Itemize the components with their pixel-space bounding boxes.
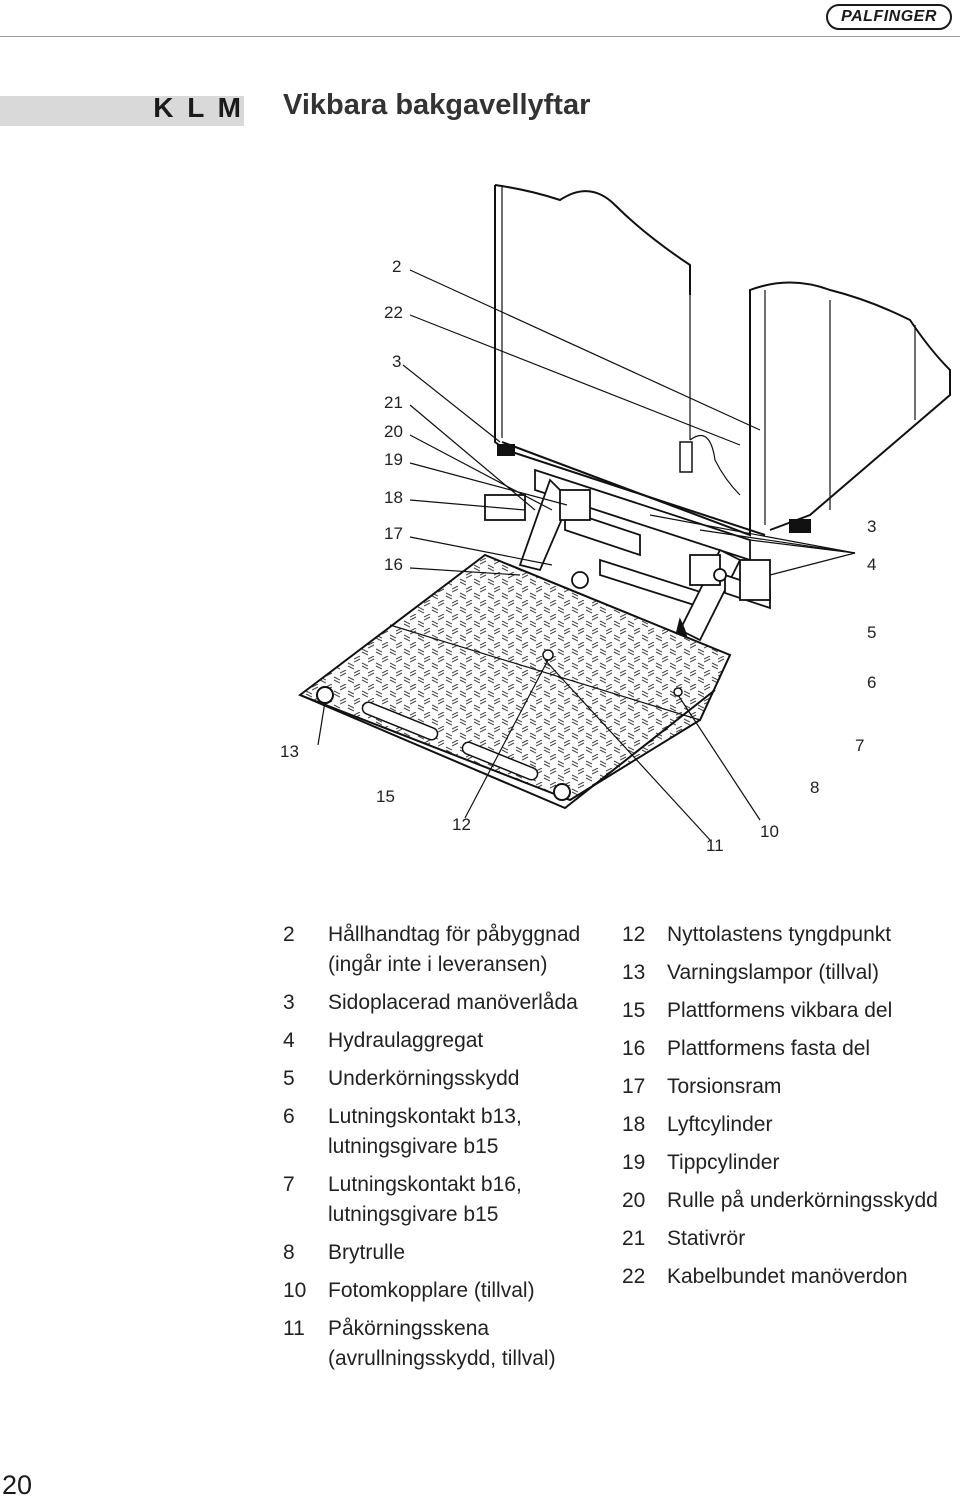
legend-item: 21 Stativrör — [622, 1224, 952, 1254]
callout-10: 10 — [760, 822, 779, 841]
callout-labels: 2 22 3 21 20 19 18 17 16 3 4 5 6 7 8 10 … — [280, 257, 876, 855]
callout-2: 2 — [392, 257, 401, 276]
legend-item: 10 Fotomkopplare (tillval) — [283, 1276, 603, 1306]
legend-number: 20 — [622, 1189, 646, 1212]
callout-17: 17 — [384, 524, 403, 543]
legend-item: 5 Underkörningsskydd — [283, 1064, 603, 1094]
truck-body — [494, 184, 951, 537]
legend-item: 15 Plattformens vikbara del — [622, 996, 952, 1026]
legend-number: 22 — [622, 1265, 646, 1288]
legend-number: 16 — [622, 1037, 646, 1060]
legend-text: Kabelbundet manöverdon — [667, 1265, 908, 1288]
legend-number: 17 — [622, 1075, 646, 1098]
legend-item: 17 Torsionsram — [622, 1072, 952, 1102]
legend-item: 20 Rulle på underkörningsskydd — [622, 1186, 952, 1216]
legend-item: 11 Påkörningsskena (avrullningsskydd, til… — [283, 1314, 603, 1374]
callout-15: 15 — [376, 787, 395, 806]
legend-item: 19 Tippcylinder — [622, 1148, 952, 1178]
legend-text: Lutningskontakt b13, lutningsgivare b15 — [328, 1105, 522, 1158]
lift-mechanism — [484, 468, 771, 647]
legend-item: 6 Lutningskontakt b13, lutningsgivare b15 — [283, 1102, 603, 1162]
callout-12: 12 — [452, 815, 471, 834]
page-title: Vikbara bakgavellyftar — [283, 89, 591, 121]
legend-item: 12 Nyttolastens tyngdpunkt — [622, 920, 952, 950]
legend-text: Nyttolastens tyngdpunkt — [667, 923, 892, 946]
legend-item: 4 Hydraulaggregat — [283, 1026, 603, 1056]
legend-number: 15 — [622, 999, 646, 1022]
legend-number: 19 — [622, 1151, 646, 1174]
legend-right: 12 Nyttolastens tyngdpunkt 13 Varningslamp… — [622, 920, 952, 1300]
legend-number: 11 — [283, 1317, 305, 1340]
page-number: 20 — [2, 1470, 33, 1500]
callout-5: 5 — [867, 623, 876, 642]
legend-text: Plattformens vikbara del — [667, 999, 893, 1022]
header-rule — [0, 36, 960, 37]
legend-text: Hydraulaggregat — [328, 1029, 484, 1052]
legend-text: Hållhandtag för påbyggnad (ingår inte i … — [328, 923, 581, 976]
legend-number: 8 — [283, 1241, 295, 1264]
legend-text: Rulle på underkörningsskydd — [667, 1189, 938, 1212]
legend-text: Plattformens fasta del — [667, 1037, 871, 1060]
legend-item: 7 Lutningskontakt b16, lutningsgivare b15 — [283, 1170, 603, 1230]
legend-text: Lutningskontakt b16, lutningsgivare b15 — [328, 1173, 522, 1226]
legend-number: 21 — [622, 1227, 646, 1250]
legend-number: 2 — [283, 923, 295, 946]
legend-text: Fotomkopplare (tillval) — [328, 1279, 535, 1302]
brand-logo: PALFINGER — [826, 4, 952, 30]
legend-number: 3 — [283, 991, 295, 1014]
section-band — [0, 96, 244, 126]
legend-text: Sidoplacerad manöverlåda — [328, 991, 578, 1014]
callout-4: 4 — [867, 555, 876, 574]
leader-lines — [317, 269, 856, 841]
callout-16: 16 — [384, 555, 403, 574]
callout-19: 19 — [384, 450, 403, 469]
legend-item: 13 Varningslampor (tillval) — [622, 958, 952, 988]
platform — [297, 553, 732, 810]
callout-8: 8 — [810, 778, 819, 797]
legend-text: Underkörningsskydd — [328, 1067, 520, 1090]
callout-3-right: 3 — [867, 517, 876, 536]
legend-item: 3 Sidoplacerad manöverlåda — [283, 988, 603, 1018]
liftgate-diagram: 2 22 3 21 20 19 18 17 16 3 4 5 6 7 8 10 … — [280, 184, 951, 855]
brand-name: PALFINGER — [841, 8, 937, 25]
legend-item: 22 Kabelbundet manöverdon — [622, 1262, 952, 1292]
legend-text: Tippcylinder — [667, 1151, 780, 1174]
legend-item: 8 Brytrulle — [283, 1238, 603, 1268]
legend-item: 2 Hållhandtag för påbyggnad (ingår inte i… — [283, 920, 603, 980]
legend-number: 12 — [622, 923, 646, 946]
callout-6: 6 — [867, 673, 876, 692]
callout-20: 20 — [384, 422, 403, 441]
legend-text: Varningslampor (tillval) — [667, 961, 880, 984]
legend-number: 4 — [283, 1029, 295, 1052]
legend-item: 18 Lyftcylinder — [622, 1110, 952, 1140]
legend-text: Påkörningsskena (avrullningsskydd, tillv… — [328, 1317, 556, 1370]
legend-left: 2 Hållhandtag för påbyggnad (ingår inte i… — [283, 920, 603, 1382]
legend-text: Lyftcylinder — [667, 1113, 773, 1136]
legend-number: 13 — [622, 961, 646, 984]
callout-22: 22 — [384, 303, 403, 322]
legend-number: 7 — [283, 1173, 295, 1196]
callout-7: 7 — [855, 736, 864, 755]
callout-11: 11 — [706, 836, 724, 855]
callout-13: 13 — [280, 742, 299, 761]
legend-item: 16 Plattformens fasta del — [622, 1034, 952, 1064]
callout-18: 18 — [384, 488, 403, 507]
section-code: K L M — [153, 92, 244, 123]
legend-number: 5 — [283, 1067, 295, 1090]
legend-number: 6 — [283, 1105, 295, 1128]
legend-text: Stativrör — [667, 1227, 746, 1250]
callout-21: 21 — [384, 393, 403, 412]
legend-number: 18 — [622, 1113, 646, 1136]
legend-text: Brytrulle — [328, 1241, 406, 1264]
callout-3: 3 — [392, 352, 401, 371]
legend-text: Torsionsram — [667, 1075, 782, 1098]
legend-number: 10 — [283, 1279, 307, 1302]
